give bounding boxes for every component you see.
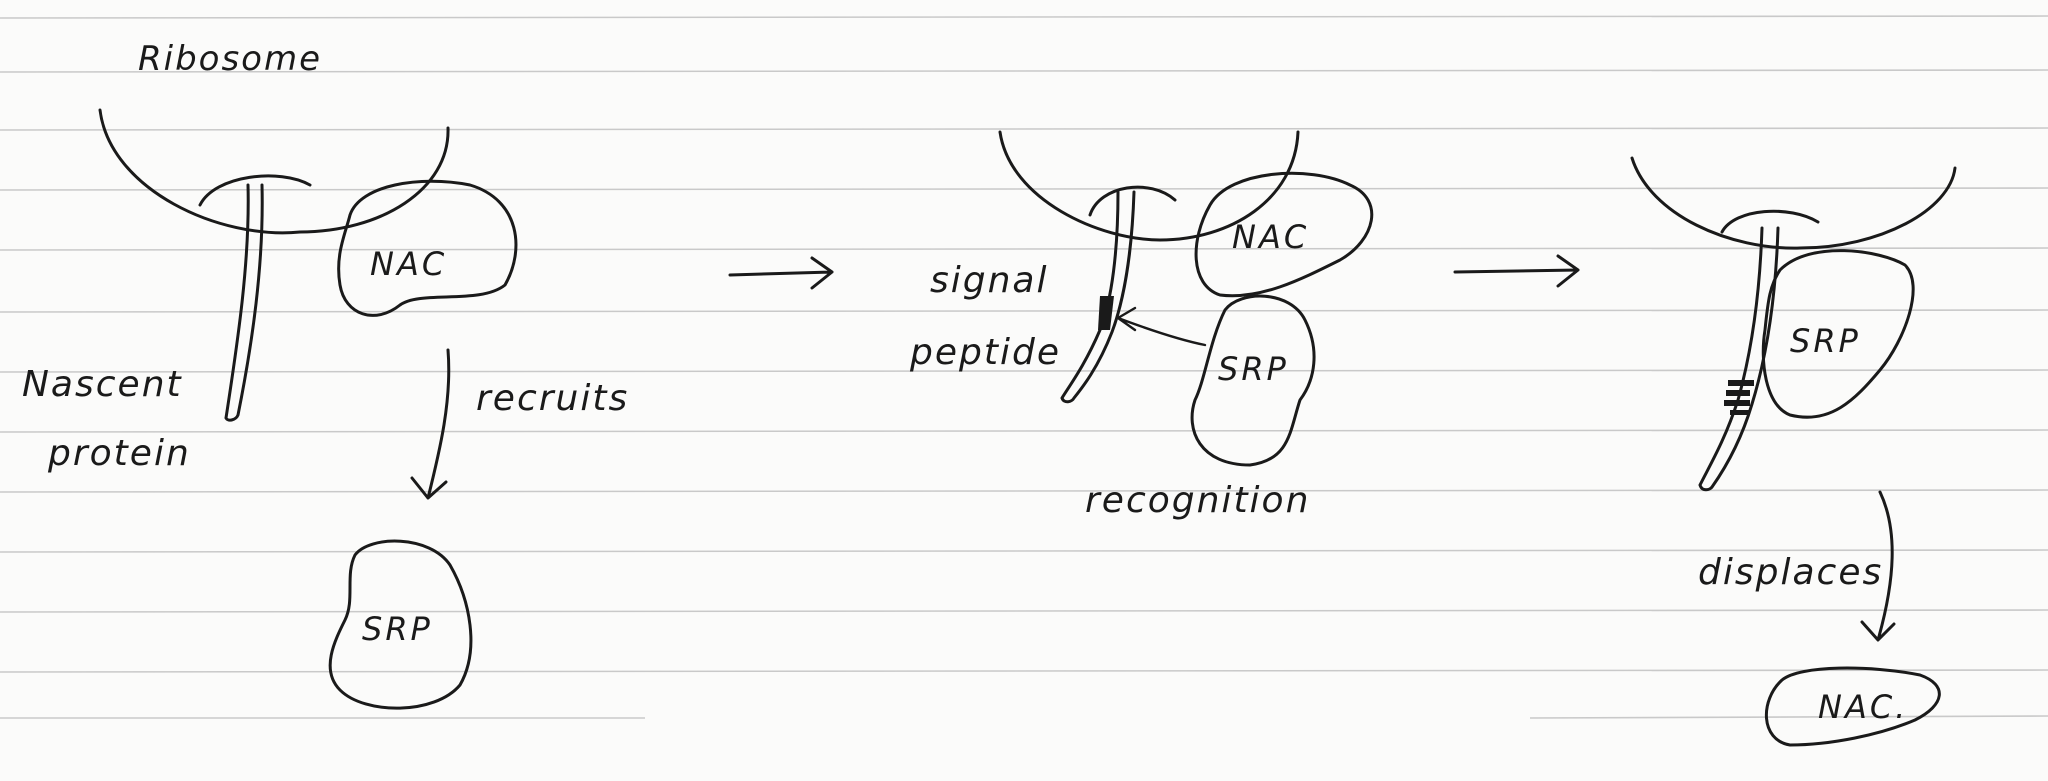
ribosome-tunnel-3 [1720,209,1820,234]
transition-arrow-2 [1453,254,1580,288]
recognition-arrow [1116,306,1207,347]
signal-peptide-mark [1098,296,1114,330]
label-nascent-line1: Nascent [22,364,183,405]
stage-1: Ribosome Nascent protein NAC recruits SR… [22,39,629,710]
nac-blob-released [1764,666,1941,747]
label-signal: signal [930,260,1049,301]
stage-3: SRP displaces NAC. [1630,156,1957,747]
displaces-arrow [1860,490,1896,642]
nac-blob-1 [337,179,518,317]
transition-arrow-1 [728,256,834,290]
srp-blob-1 [328,539,473,710]
label-ribosome: Ribosome [138,39,322,79]
signal-peptide-mark-3 [1724,380,1754,415]
label-nascent-line2: protein [47,433,191,474]
stage-2: signal peptide NAC SRP recognition [909,130,1374,521]
nascent-protein-strand-3 [1698,226,1780,492]
nac-blob-2 [1194,171,1374,298]
srp-label-1: SRP [362,610,433,648]
nascent-protein-strand-1 [224,183,264,422]
ribosome-tunnel-2 [1088,185,1177,217]
srp-label-3: SRP [1790,322,1861,360]
label-recruits: recruits [476,378,629,419]
label-peptide: peptide [909,332,1061,373]
nac-label-2: NAC [1232,218,1309,256]
ribosome-arc-1 [98,108,450,235]
label-displaces: displaces [1698,552,1883,593]
ribosome-tunnel-1 [198,174,312,207]
ribosome-arc-2 [998,130,1300,242]
recruits-arrow [410,348,451,500]
srp-blob-3 [1761,249,1915,419]
nac-label-1: NAC [370,245,447,283]
ruled-lines [0,15,2048,719]
ribosome-arc-3 [1630,156,1957,250]
srp-label-2: SRP [1218,350,1289,388]
srp-blob-2 [1190,294,1316,467]
nac-label-released: NAC. [1818,688,1908,726]
label-recognition: recognition [1085,480,1310,521]
